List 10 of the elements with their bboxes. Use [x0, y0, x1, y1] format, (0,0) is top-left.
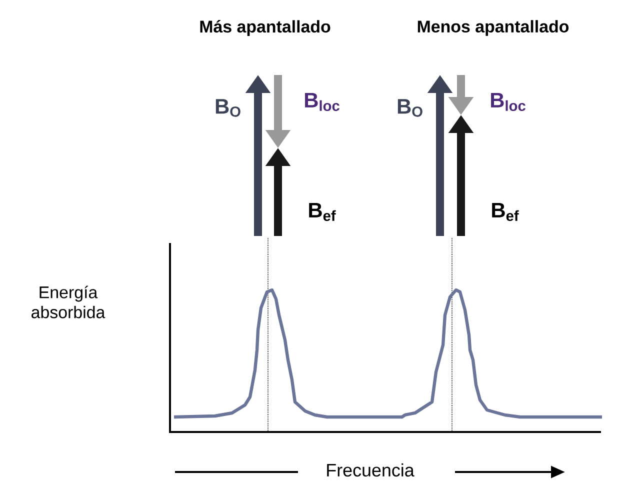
field-label: B$_{ef}$ — [309, 202, 336, 221]
heading: Más apantallado — [200, 20, 330, 36]
axis-label: Frecuencia — [327, 463, 414, 477]
field-label: B$_{loc}$ — [305, 92, 340, 111]
heading: Menos apantallado — [418, 20, 569, 36]
axis-label: Energía absorbida — [32, 286, 106, 318]
field-label: B$_{ef}$ — [492, 202, 519, 221]
field-label: B$_{O}$ — [398, 99, 422, 117]
field-label: B$_{O}$ — [216, 99, 240, 117]
field-label: B$_{loc}$ — [491, 92, 526, 111]
